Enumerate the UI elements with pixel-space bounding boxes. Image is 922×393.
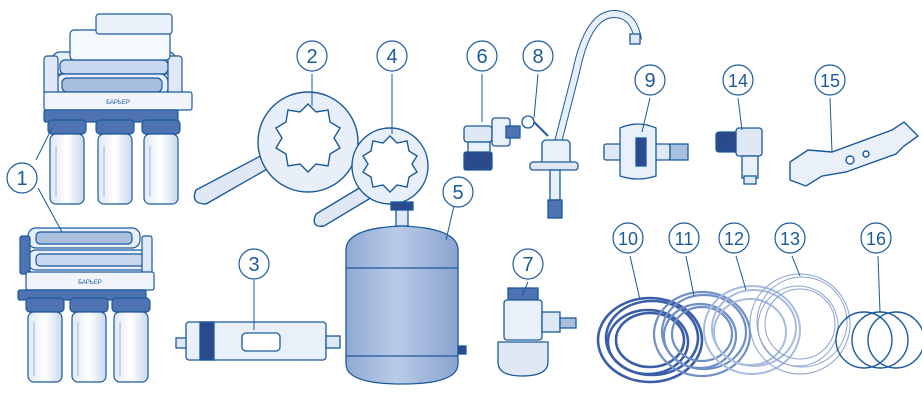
callout-number: 1 <box>16 168 27 190</box>
brand-label-top: БАРЬЕР <box>106 100 130 106</box>
callout-12: 12 <box>718 222 750 254</box>
callout-circle <box>466 40 498 72</box>
tube-coil-10 <box>596 296 704 384</box>
tube-coil-13 <box>749 273 851 375</box>
large-housing-wrench <box>193 91 359 205</box>
filter-system-bottom: БАРЬЕР <box>17 227 155 383</box>
callout-16: 16 <box>860 222 892 254</box>
callout-number: 8 <box>532 46 543 68</box>
callout-4: 4 <box>376 40 408 72</box>
leader-lines-item-1 <box>35 127 63 233</box>
callout-number: 7 <box>522 254 533 276</box>
o-rings <box>835 311 922 369</box>
drain-clamp <box>603 123 689 180</box>
elbow-fitting <box>715 127 763 185</box>
callout-circle <box>634 64 666 96</box>
callout-number: 2 <box>306 46 317 68</box>
callout-15: 15 <box>814 64 846 96</box>
callout-number: 9 <box>644 70 655 92</box>
callout-number: 16 <box>866 229 886 249</box>
callout-number: 6 <box>476 46 487 68</box>
callout-number: 3 <box>248 254 259 276</box>
callout-number: 11 <box>675 229 694 249</box>
callout-circle <box>238 248 270 280</box>
callout-number: 10 <box>618 229 638 249</box>
callout-circle <box>442 176 474 208</box>
callout-6: 6 <box>466 40 498 72</box>
callout-number: 5 <box>452 182 463 204</box>
clean-water-faucet <box>521 9 642 219</box>
callout-5: 5 <box>442 176 474 208</box>
callout-number: 13 <box>780 229 800 249</box>
callout-circle <box>860 222 892 254</box>
service-spanner <box>789 121 920 187</box>
brand-label-bottom: БАРЬЕР <box>78 280 102 286</box>
membrane-cartridge <box>175 321 341 361</box>
callout-circle <box>774 222 806 254</box>
callout-circle <box>296 40 328 72</box>
tube-coil-11 <box>652 290 752 378</box>
callout-number: 12 <box>724 229 744 249</box>
small-housing-wrench <box>313 127 429 227</box>
callout-circle <box>814 64 846 96</box>
filter-system-top: БАРЬЕР <box>43 13 193 205</box>
callout-9: 9 <box>634 64 666 96</box>
callout-circle <box>6 162 38 194</box>
callout-circle <box>512 248 544 280</box>
tank-valve <box>463 117 521 171</box>
storage-tank <box>345 201 467 385</box>
callout-circle <box>522 40 554 72</box>
inlet-valve-adapter <box>497 287 577 377</box>
callout-number: 4 <box>386 46 397 68</box>
callout-7: 7 <box>512 248 544 280</box>
callout-number: 14 <box>728 71 748 91</box>
callout-1: 1 <box>6 162 38 194</box>
callout-8: 8 <box>522 40 554 72</box>
callout-3: 3 <box>238 248 270 280</box>
callout-14: 14 <box>722 64 754 96</box>
callout-number: 15 <box>820 71 840 91</box>
callout-circle <box>718 222 750 254</box>
callout-circle <box>668 222 700 254</box>
tube-coil-12 <box>703 285 801 375</box>
callout-2: 2 <box>296 40 328 72</box>
callout-circle <box>376 40 408 72</box>
leader-lines <box>253 73 881 330</box>
callout-circle <box>612 222 644 254</box>
callout-11: 11 <box>668 222 700 254</box>
callout-10: 10 <box>612 222 644 254</box>
callout-circle <box>722 64 754 96</box>
callout-13: 13 <box>774 222 806 254</box>
